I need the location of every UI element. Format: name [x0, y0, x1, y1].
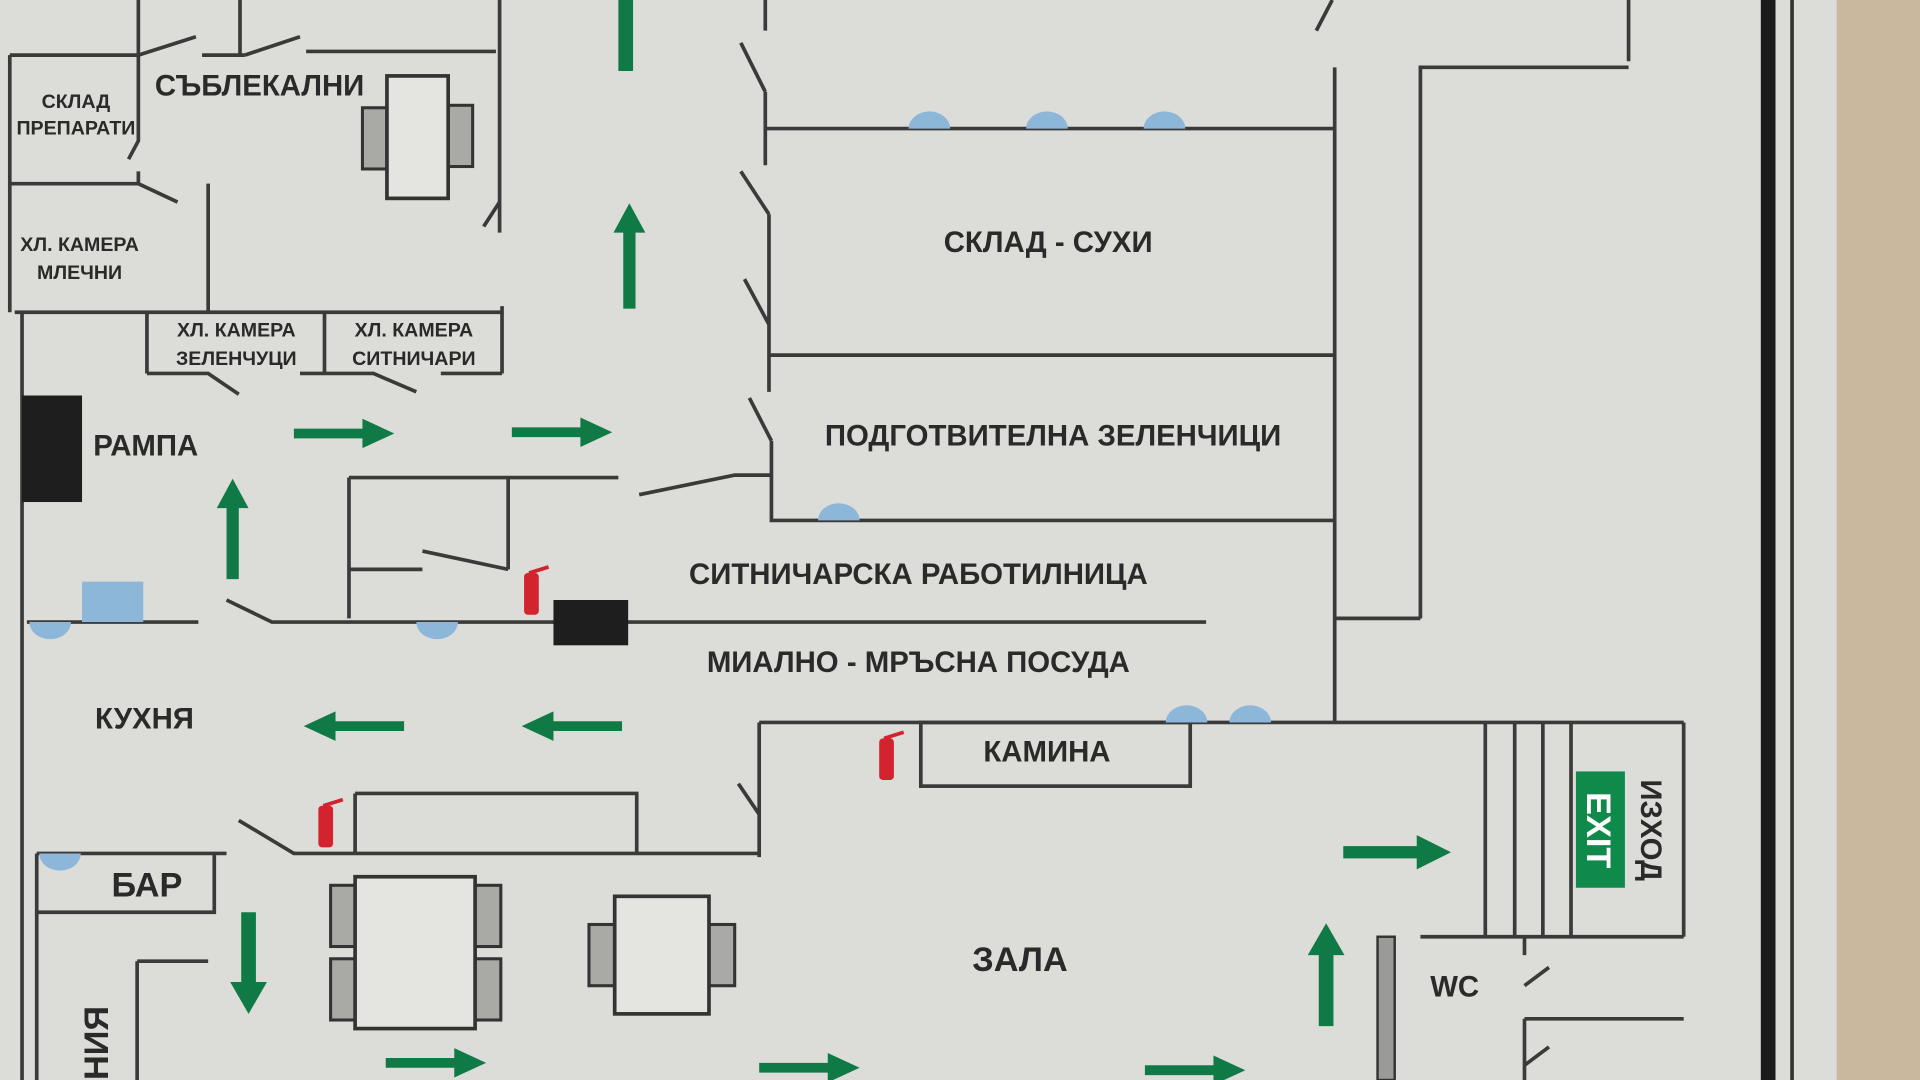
room-label: ХЛ. КАМЕРА — [20, 234, 139, 256]
room-label: ПОДГОТВИТЕЛНА ЗЕЛЕНЧИЦИ — [825, 420, 1281, 453]
arrow-right-icon — [759, 1053, 860, 1080]
room-label: СИТНИЧАРСКА РАБОТИЛНИЦА — [689, 558, 1148, 591]
arrow-right-icon — [385, 1048, 487, 1078]
table-hall-2 — [587, 894, 737, 1016]
equipment-block — [553, 600, 629, 646]
arrow-up-icon — [216, 478, 249, 580]
ramp-block — [22, 395, 83, 503]
arrow-left-icon — [521, 711, 623, 741]
room-label: МЛЕЧНИ — [37, 262, 122, 284]
fire-extinguisher-icon — [879, 730, 905, 780]
equipment-blue — [82, 581, 144, 623]
arrow-right-icon — [511, 417, 613, 447]
table-changing-room — [360, 74, 475, 201]
exit-sign: EXIT — [1575, 771, 1625, 888]
room-label: МИАЛНО - МРЪСНА ПОСУДА — [707, 646, 1130, 679]
room-label: СЪБЛЕКАЛНИ — [155, 70, 364, 103]
wall-surface — [1836, 0, 1920, 1080]
room-label: ПРЕПАРАТИ — [16, 118, 135, 140]
arrow-right-icon — [1343, 835, 1452, 870]
frame-border-inner — [1790, 0, 1794, 1080]
walls — [7, 0, 1686, 1080]
table-hall-1 — [329, 874, 503, 1031]
arrow-up-icon — [613, 203, 646, 309]
room-label: ХЛ. КАМЕРА — [177, 320, 296, 342]
arrow-left-icon — [303, 711, 405, 741]
arrow-up-icon — [618, 0, 634, 72]
arrow-up-icon — [1307, 923, 1345, 1027]
exit-label: ИЗХОД — [1634, 779, 1667, 881]
room-label: СКЛАД - СУХИ — [944, 226, 1153, 259]
room-label: РАМПА — [93, 430, 198, 463]
room-label: СКЛАД — [42, 91, 111, 113]
arrow-right-icon — [1144, 1055, 1246, 1080]
room-label: ЗАЛА — [972, 941, 1067, 979]
room-label-partial: НИЯ — [78, 1006, 116, 1080]
arrow-down-icon — [230, 912, 267, 1014]
fire-extinguisher-icon — [524, 565, 550, 615]
room-label: ЗЕЛЕНЧУЦИ — [176, 348, 297, 370]
room-label: СИТНИЧАРИ — [352, 348, 475, 370]
exit-sign-text: EXIT — [1579, 792, 1617, 868]
evacuation-arrows — [216, 0, 1452, 1080]
room-label: КАМИНА — [983, 736, 1110, 769]
room-label: ХЛ. КАМЕРА — [355, 320, 474, 342]
room-label: WC — [1430, 971, 1479, 1004]
arrow-right-icon — [293, 418, 395, 449]
fire-extinguisher-icon — [318, 797, 344, 848]
frame-border — [1760, 0, 1776, 1080]
room-label: БАР — [111, 866, 182, 904]
room-label: КУХНЯ — [95, 703, 194, 736]
fireplace-box — [918, 720, 1193, 788]
